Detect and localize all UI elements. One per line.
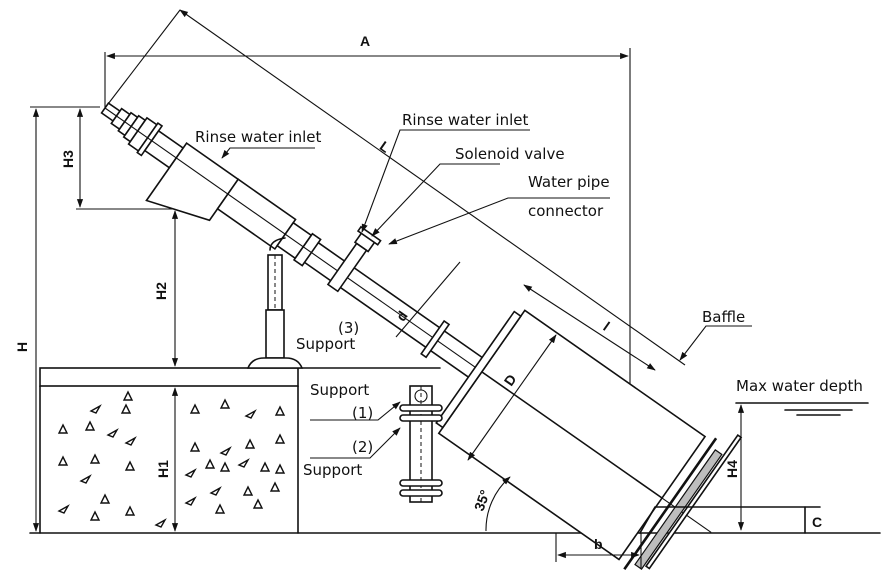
- aggregate-mark: [89, 510, 101, 521]
- rinse-water-inlet-left-label: Rinse water inlet: [195, 128, 321, 146]
- dimension-H1: H1: [155, 387, 179, 532]
- dimension-H-label: H: [14, 342, 30, 352]
- dimension-H4-label: H4: [724, 460, 740, 478]
- aggregate-mark: [219, 461, 231, 472]
- aggregate-mark: [84, 420, 96, 431]
- concrete-foundation: [39, 367, 441, 534]
- channel-step: [639, 506, 821, 534]
- aggregate-mark: [124, 436, 137, 446]
- baffle-label: Baffle: [702, 308, 745, 326]
- aggregate-mark: [252, 498, 264, 509]
- aggregate-mark: [79, 474, 92, 484]
- aggregate-mark: [219, 398, 231, 409]
- aggregate-mark: [57, 423, 69, 434]
- dimension-b: b: [555, 533, 642, 568]
- water-pipe-label-line2: connector: [528, 202, 604, 220]
- angle-label: 35°: [471, 488, 493, 513]
- aggregate-mark: [219, 446, 232, 456]
- aggregate-mark: [57, 455, 69, 466]
- aggregate-mark: [244, 438, 256, 449]
- support-1-label: Support: [310, 381, 369, 399]
- aggregate-mark: [154, 518, 167, 528]
- aggregate-mark: [242, 485, 254, 496]
- support-2-number: (2): [352, 438, 373, 456]
- aggregate-mark: [99, 493, 111, 504]
- aggregate-mark: [120, 403, 132, 414]
- aggregate-mark: [189, 403, 201, 414]
- angle-35: 35°: [471, 476, 511, 532]
- aggregate-mark: [274, 463, 286, 474]
- dimension-b-label: b: [594, 536, 603, 552]
- max-water-depth: H4 Max water depth: [724, 377, 869, 531]
- support-3-number: (3): [338, 319, 359, 337]
- aggregate-mark: [106, 428, 119, 438]
- aggregate-mark: [204, 458, 216, 469]
- rinse-water-inlet-right-label: Rinse water inlet: [402, 111, 528, 129]
- dimension-H: H: [14, 106, 100, 532]
- support-3-label: Support: [296, 335, 355, 353]
- dimension-H3-label: H3: [60, 150, 76, 168]
- aggregate-mark: [122, 390, 134, 401]
- dimension-C-label: C: [812, 514, 822, 530]
- aggregate-pattern: [57, 390, 286, 528]
- aggregate-mark: [89, 453, 101, 464]
- dimension-l-label: l: [600, 318, 612, 333]
- max-water-depth-label: Max water depth: [736, 377, 863, 395]
- aggregate-mark: [244, 409, 257, 419]
- aggregate-mark: [214, 503, 226, 514]
- aggregate-mark: [269, 481, 281, 492]
- support-bracket-1-2: [399, 385, 443, 505]
- aggregate-mark: [274, 433, 286, 444]
- aggregate-mark: [124, 505, 136, 516]
- aggregate-mark: [184, 468, 197, 478]
- dimension-A-label: A: [360, 33, 370, 49]
- solenoid-valve-label: Solenoid valve: [455, 145, 565, 163]
- support-1-number: (1): [352, 404, 373, 422]
- aggregate-mark: [184, 496, 197, 506]
- aggregate-mark: [274, 405, 286, 416]
- aggregate-mark: [124, 460, 136, 471]
- aggregate-mark: [237, 458, 250, 468]
- support-3: [246, 237, 304, 369]
- aggregate-mark: [57, 504, 70, 514]
- solenoid-valve-assembly: [326, 225, 382, 293]
- support-2-label: Support: [303, 461, 362, 479]
- aggregate-mark: [259, 461, 271, 472]
- aggregate-mark: [189, 441, 201, 452]
- aggregate-mark: [89, 404, 102, 414]
- leader-lines: [221, 129, 752, 459]
- dimension-d-label: d: [393, 308, 411, 324]
- dimension-H2-label: H2: [153, 282, 169, 300]
- dimension-H1-label: H1: [155, 460, 171, 478]
- water-pipe-label-line1: Water pipe: [528, 173, 610, 191]
- aggregate-mark: [209, 486, 222, 496]
- dimension-H2: H2: [153, 210, 179, 367]
